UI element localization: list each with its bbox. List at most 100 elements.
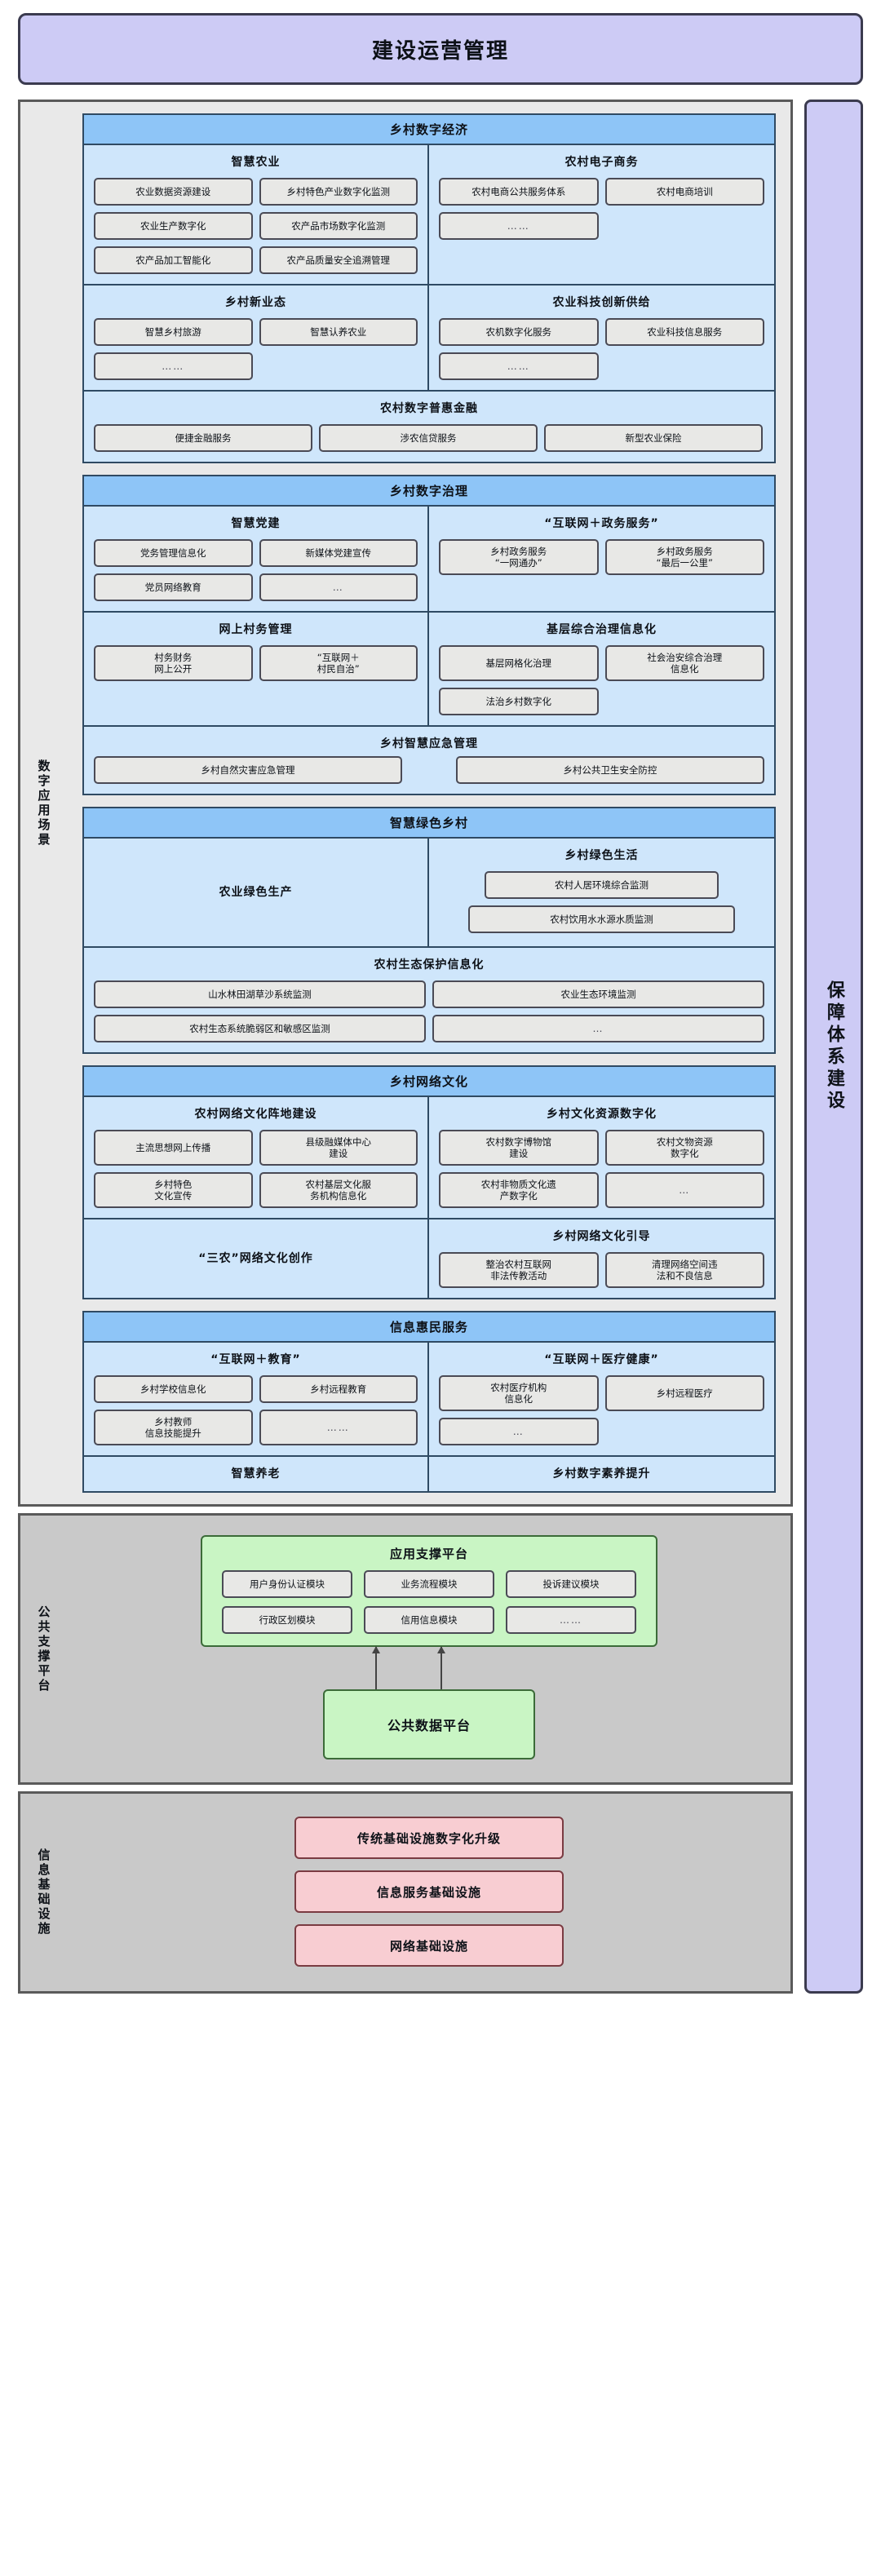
left-column: 数字应用场景 乡村数字经济 智慧农业 农业数据资源建设 乡村特色产业数字化监测 [18, 100, 793, 1994]
chip[interactable]: 乡村政务服务 “一网通办” [439, 539, 599, 575]
chip[interactable]: 农产品质量安全追溯管理 [259, 246, 418, 274]
chip[interactable]: 清理网络空间违 法和不良信息 [604, 1252, 764, 1288]
chip[interactable]: 基层网格化治理 [439, 645, 599, 681]
chip[interactable]: 农业生态环境监测 [432, 980, 764, 1008]
infra-item-label: 传统基础设施数字化升级 [356, 1830, 501, 1846]
chip[interactable]: 农村人居环境综合监测 [484, 871, 719, 899]
chip-ellipsis[interactable]: … [259, 573, 418, 601]
chip-ellipsis[interactable]: …… [439, 352, 599, 380]
chip[interactable]: “互联网＋ 村民自治” [259, 645, 418, 681]
chip[interactable]: 农村生态系统脆弱区和敏感区监测 [94, 1015, 426, 1042]
cell-title: 网上村务管理 [219, 623, 293, 636]
cell-smart-party-building: 智慧党建 党务管理信息化 新媒体党建宣传 党员网络教育 … [84, 507, 429, 611]
chip[interactable]: 乡村自然灾害应急管理 [94, 756, 403, 784]
chip[interactable]: 农业生产数字化 [94, 212, 253, 240]
chip[interactable]: 山水林田湖草沙系统监测 [94, 980, 426, 1008]
cell-internet-plus-education: “互联网＋教育” 乡村学校信息化 乡村远程教育 乡村教师 信息技能提升 …… [84, 1343, 429, 1455]
module-title-green-village: 智慧绿色乡村 [84, 808, 774, 839]
chip[interactable]: 农村文物资源 数字化 [604, 1130, 764, 1166]
chip-list: 主流思想网上传播 县级融媒体中心 建设 乡村特色 文化宣传 农村基层文化服 务机… [94, 1130, 418, 1208]
module-digital-economy: 乡村数字经济 智慧农业 农业数据资源建设 乡村特色产业数字化监测 农业生产数字化… [82, 113, 776, 463]
chip[interactable]: 信用信息模块 [364, 1606, 494, 1634]
top-banner-title: 建设运营管理 [371, 38, 509, 64]
chip[interactable]: 农村电商培训 [604, 178, 764, 206]
chip[interactable]: 党务管理信息化 [94, 539, 253, 567]
chip[interactable]: 农村基层文化服 务机构信息化 [259, 1172, 418, 1208]
chip-ellipsis[interactable]: … [439, 1418, 599, 1445]
band-inclusive-finance: 农村数字普惠金融 便捷金融服务 涉农信贷服务 新型农业保险 [84, 390, 774, 462]
chip[interactable]: 党员网络教育 [94, 573, 253, 601]
data-platform-title: 公共数据平台 [387, 1718, 471, 1733]
chip-list: 乡村自然灾害应急管理 乡村公共卫生安全防控 [94, 756, 764, 784]
infra-item-traditional-upgrade[interactable]: 传统基础设施数字化升级 [294, 1817, 564, 1859]
chip[interactable]: 县级融媒体中心 建设 [259, 1130, 418, 1166]
chip[interactable]: 投诉建议模块 [506, 1570, 636, 1598]
chip-list: 党务管理信息化 新媒体党建宣传 党员网络教育 … [94, 539, 418, 601]
tier-label-scenes: 数字应用场景 [20, 102, 68, 1504]
chip[interactable]: 业务流程模块 [364, 1570, 494, 1598]
chip[interactable]: 整治农村互联网 非法传教活动 [439, 1252, 599, 1288]
right-column-guarantee-system: 保障体系建设 [804, 100, 863, 1994]
module-title-network-culture: 乡村网络文化 [84, 1067, 774, 1097]
chip[interactable]: 农业数据资源建设 [94, 178, 253, 206]
cell-title: 乡村网络文化引导 [552, 1230, 651, 1243]
chip-list: 乡村学校信息化 乡村远程教育 乡村教师 信息技能提升 …… [94, 1375, 418, 1445]
chip-ellipsis[interactable]: …… [259, 1410, 418, 1445]
chip[interactable]: 用户身份认证模块 [222, 1570, 352, 1598]
cell-culture-position-building: 农村网络文化阵地建设 主流思想网上传播 县级融媒体中心 建设 乡村特色 文化宣传… [84, 1097, 429, 1218]
module-row: 网上村务管理 村务财务 网上公开 “互联网＋ 村民自治” 基层综合治理信息化 基… [84, 611, 774, 725]
chip-ellipsis[interactable]: … [432, 1015, 764, 1042]
chip[interactable]: 乡村公共卫生安全防控 [455, 756, 764, 784]
chip[interactable]: 农产品加工智能化 [94, 246, 253, 274]
chip[interactable]: 农村医疗机构 信息化 [439, 1375, 599, 1411]
chip[interactable]: 涉农信贷服务 [318, 424, 538, 452]
chip[interactable]: 便捷金融服务 [94, 424, 312, 452]
chip[interactable]: 新媒体党建宣传 [259, 539, 418, 567]
chip-ellipsis[interactable]: …… [439, 212, 599, 240]
chip[interactable]: 农产品市场数字化监测 [259, 212, 418, 240]
chip[interactable]: 社会治安综合治理 信息化 [604, 645, 764, 681]
chip[interactable]: 法治乡村数字化 [439, 688, 599, 715]
chip[interactable]: 乡村特色 文化宣传 [94, 1172, 253, 1208]
infra-item-label: 网络基础设施 [389, 1938, 468, 1954]
chip[interactable]: 主流思想网上传播 [94, 1130, 253, 1166]
infra-stack: 传统基础设施数字化升级 信息服务基础设施 网络基础设施 [82, 1805, 776, 1980]
cell-title: “互联网＋政务服务” [544, 517, 659, 530]
chip[interactable]: 乡村远程教育 [259, 1375, 418, 1403]
cell-agri-tech-innovation: 农业科技创新供给 农机数字化服务 农业科技信息服务 …… [429, 285, 774, 390]
module-row: 智慧党建 党务管理信息化 新媒体党建宣传 党员网络教育 … “互联网＋政务服务” [84, 507, 774, 611]
chip[interactable]: 乡村学校信息化 [94, 1375, 253, 1403]
cell-culture-resource-digitization: 乡村文化资源数字化 农村数字博物馆 建设 农村文物资源 数字化 农村非物质文化遗… [429, 1097, 774, 1218]
chip-ellipsis[interactable]: …… [506, 1606, 636, 1634]
chip[interactable]: 农业科技信息服务 [604, 318, 764, 346]
chip[interactable]: 乡村特色产业数字化监测 [259, 178, 418, 206]
cell-online-village-affairs: 网上村务管理 村务财务 网上公开 “互联网＋ 村民自治” [84, 613, 429, 725]
chip-ellipsis[interactable]: …… [94, 352, 253, 380]
chip-list: 村务财务 网上公开 “互联网＋ 村民自治” [94, 645, 418, 681]
chip[interactable]: 乡村教师 信息技能提升 [94, 1410, 253, 1445]
module-row: 智慧农业 农业数据资源建设 乡村特色产业数字化监测 农业生产数字化 农产品市场数… [84, 145, 774, 284]
chip[interactable]: 农村饮用水水源水质监测 [467, 905, 736, 933]
chip-ellipsis[interactable]: … [604, 1172, 764, 1208]
chip[interactable]: 行政区划模块 [222, 1606, 352, 1634]
infra-item-info-services[interactable]: 信息服务基础设施 [294, 1870, 564, 1913]
cell-title: “互联网＋教育” [210, 1353, 301, 1366]
chip[interactable]: 智慧乡村旅游 [94, 318, 253, 346]
chip[interactable]: 农机数字化服务 [439, 318, 599, 346]
chip[interactable]: 村务财务 网上公开 [94, 645, 253, 681]
cell-title: 农村网络文化阵地建设 [194, 1108, 317, 1121]
chip[interactable]: 智慧认养农业 [259, 318, 418, 346]
right-column-title: 保障体系建设 [824, 980, 844, 1113]
chip[interactable]: 农村电商公共服务体系 [439, 178, 599, 206]
chip[interactable]: 乡村远程医疗 [604, 1375, 764, 1411]
chip[interactable]: 农村非物质文化遗 产数字化 [439, 1172, 599, 1208]
infra-item-network[interactable]: 网络基础设施 [294, 1924, 564, 1967]
chip[interactable]: 新型农业保险 [543, 424, 763, 452]
cell-internet-plus-government: “互联网＋政务服务” 乡村政务服务 “一网通办” 乡村政务服务 “最后一公里” [429, 507, 774, 611]
chip[interactable]: 乡村政务服务 “最后一公里” [604, 539, 764, 575]
cell-title: 农村电子商务 [564, 156, 639, 169]
chip[interactable]: 农村数字博物馆 建设 [439, 1130, 599, 1166]
cell-culture-guidance: 乡村网络文化引导 整治农村互联网 非法传教活动 清理网络空间违 法和不良信息 [429, 1219, 774, 1298]
cell-grassroots-governance: 基层综合治理信息化 基层网格化治理 社会治安综合治理 信息化 法治乡村数字化 [429, 613, 774, 725]
cell-title: 基层综合治理信息化 [547, 623, 657, 636]
